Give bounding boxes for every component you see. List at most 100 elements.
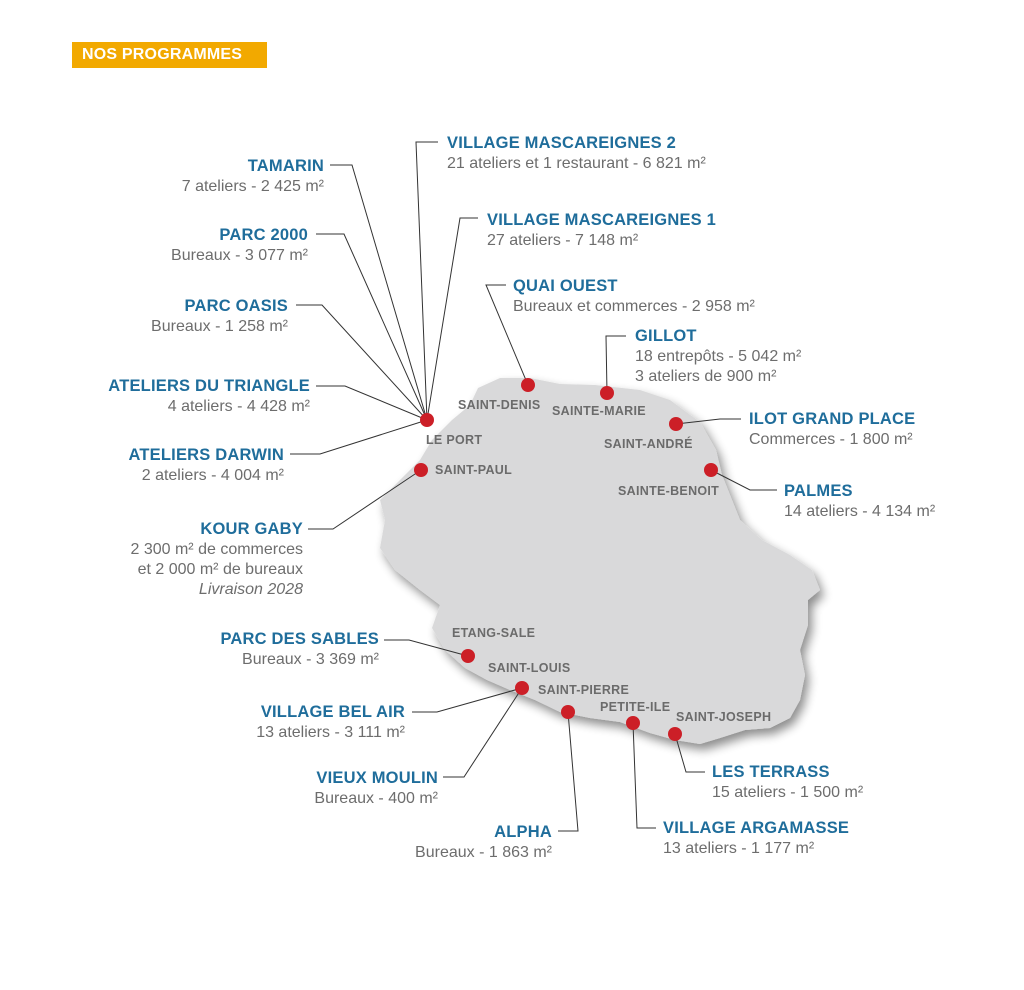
marker-sainte-benoit [704,463,718,477]
leader-parc-2000 [316,233,428,421]
marker-alpha [561,705,575,719]
leader-village-bel-air [412,687,523,713]
program-detail: 15 ateliers - 1 500 m² [712,783,864,801]
program-detail: 7 ateliers - 2 425 m² [181,177,324,195]
program-detail: Bureaux - 3 077 m² [171,246,308,264]
leader-parc-sables [384,639,469,657]
leader-village-argamasse [632,722,656,829]
program-detail: Bureaux - 3 369 m² [242,650,379,668]
city-sainte-marie: SAINTE-MARIE [552,404,646,418]
program-detail: 3 ateliers de 900 m² [635,367,777,385]
program-detail: 21 ateliers et 1 restaurant - 6 821 m² [447,154,706,172]
program-quai-ouest: QUAI OUEST Bureaux et commerces - 2 958 … [513,276,755,317]
leader-parc-oasis [296,304,428,421]
program-palmes: PALMES 14 ateliers - 4 134 m² [784,481,935,522]
city-saint-joseph: SAINT-JOSEPH [676,710,771,724]
leader-village-mascareignes-1 [426,217,478,421]
city-labels: SAINT-DENIS SAINTE-MARIE LE PORT SAINT-A… [426,398,771,724]
program-title: GILLOT [635,327,697,345]
leader-gillot [605,335,626,394]
program-detail: 18 entrepôts - 5 042 m² [635,347,802,365]
program-detail: Bureaux - 1 258 m² [151,317,288,335]
city-saint-denis: SAINT-DENIS [458,398,540,412]
leader-alpha [558,711,579,832]
leader-vieux-moulin [443,687,523,778]
program-parc-des-sables: PARC DES SABLES Bureaux - 3 369 m² [220,629,379,670]
program-detail: Commerces - 1 800 m² [749,430,913,448]
marker-saint-denis [521,378,535,392]
program-parc-2000: PARC 2000 Bureaux - 3 077 m² [171,225,308,266]
program-alpha: ALPHA Bureaux - 1 863 m² [415,822,552,863]
leader-les-terrass [674,733,705,773]
program-title: QUAI OUEST [513,277,618,295]
program-title: VILLAGE BEL AIR [260,703,405,721]
program-detail: 13 ateliers - 1 177 m² [663,839,815,857]
city-saint-louis: SAINT-LOUIS [488,661,570,675]
program-tamarin: TAMARIN 7 ateliers - 2 425 m² [182,156,324,197]
leader-ilot-grand-place [675,418,741,425]
markers [414,378,718,741]
program-detail: 4 ateliers - 4 428 m² [167,397,310,415]
program-village-bel-air: VILLAGE BEL AIR 13 ateliers - 3 111 m² [256,702,405,743]
program-title: ATELIERS DU TRIANGLE [108,377,310,395]
program-vieux-moulin: VIEUX MOULIN Bureaux - 400 m² [314,768,438,809]
program-ateliers-darwin: ATELIERS DARWIN 2 ateliers - 4 004 m² [129,445,284,486]
leader-tamarin [330,164,428,421]
city-etang-sale: ETANG-SALE [452,626,535,640]
program-title: LES TERRASS [712,763,830,781]
program-detail: Bureaux - 400 m² [314,789,438,807]
program-title: VILLAGE MASCAREIGNES 1 [487,211,717,229]
program-detail: Bureaux - 1 863 m² [415,843,552,861]
program-detail: 14 ateliers - 4 134 m² [784,502,936,520]
leader-palmes [710,469,777,491]
city-saint-pierre: SAINT-PIERRE [538,683,629,697]
program-delivery-note: Livraison 2028 [198,580,303,598]
program-title: TAMARIN [247,157,324,175]
program-title: ILOT GRAND PLACE [749,410,916,428]
marker-saint-joseph [668,727,682,741]
leader-ateliers-darwin [290,419,428,455]
program-title: ALPHA [494,823,552,841]
city-petite-ile: PETITE-ILE [600,700,670,714]
program-title: PARC 2000 [219,226,308,244]
program-detail: 27 ateliers - 7 148 m² [487,231,639,249]
marker-saint-andre [669,417,683,431]
marker-petite-ile [626,716,640,730]
program-ilot-grand-place: ILOT GRAND PLACE Commerces - 1 800 m² [749,409,915,450]
program-village-mascareignes-2: VILLAGE MASCAREIGNES 2 21 ateliers et 1 … [447,133,706,174]
marker-saint-paul [414,463,428,477]
city-le-port: LE PORT [426,433,482,447]
program-title: PALMES [784,482,853,500]
leader-ateliers-triangle [316,385,428,421]
program-title: VIEUX MOULIN [316,769,438,787]
program-parc-oasis: PARC OASIS Bureaux - 1 258 m² [151,296,288,337]
marker-etang-sale [461,649,475,663]
leader-quai-ouest [485,284,529,386]
program-village-argamasse: VILLAGE ARGAMASSE 13 ateliers - 1 177 m² [663,818,849,859]
program-title: VILLAGE MASCAREIGNES 2 [447,134,677,152]
leader-lines [290,141,777,832]
program-detail: Bureaux et commerces - 2 958 m² [513,297,755,315]
program-ateliers-triangle: ATELIERS DU TRIANGLE 4 ateliers - 4 428 … [108,376,310,417]
program-kour-gaby: KOUR GABY 2 300 m² de commerces et 2 000… [130,519,303,600]
program-detail: 13 ateliers - 3 111 m² [256,723,405,741]
program-gillot: GILLOT 18 entrepôts - 5 042 m² 3 atelier… [635,326,801,387]
program-title: ATELIERS DARWIN [128,446,284,464]
city-sainte-benoit: SAINTE-BENOIT [618,484,719,498]
program-title: VILLAGE ARGAMASSE [663,819,850,837]
section-title-badge: NOS PROGRAMMES [72,42,267,68]
program-title: PARC OASIS [184,297,288,315]
city-saint-paul: SAINT-PAUL [435,463,512,477]
leader-kour-gaby [308,469,422,530]
program-title: PARC DES SABLES [220,630,379,648]
program-detail: et 2 000 m² de bureaux [137,560,303,578]
program-les-terrass: LES TERRASS 15 ateliers - 1 500 m² [712,762,863,803]
program-title: KOUR GABY [200,520,303,538]
leader-village-mascareignes-2 [415,141,438,421]
program-village-mascareignes-1: VILLAGE MASCAREIGNES 1 27 ateliers - 7 1… [487,210,716,251]
program-detail: 2 300 m² de commerces [130,540,303,558]
program-detail: 2 ateliers - 4 004 m² [141,466,284,484]
city-saint-andre: SAINT-ANDRÉ [604,436,693,451]
marker-saint-pierre [515,681,529,695]
